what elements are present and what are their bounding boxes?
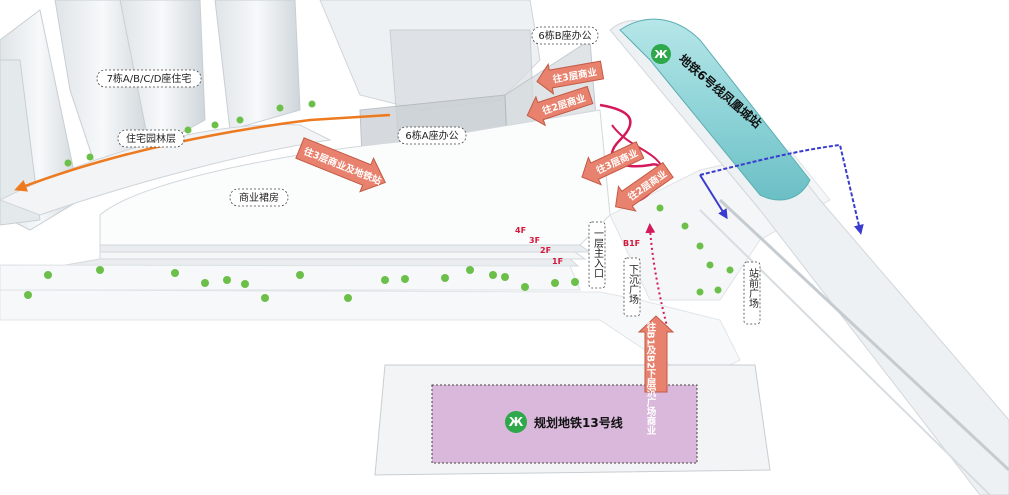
svg-text:Ж: Ж bbox=[509, 415, 524, 429]
garden-deck bbox=[0, 124, 332, 216]
metro-line13-label: 规划地铁13号线 bbox=[534, 415, 623, 430]
svg-text:商业裙房: 商业裙房 bbox=[239, 191, 279, 204]
floor-label-3f: 3F bbox=[529, 236, 540, 245]
label-podium: 商业裙房 bbox=[229, 188, 289, 207]
svg-text:6栋A座办公: 6栋A座办公 bbox=[405, 129, 458, 142]
svg-text:一层主入口: 一层主入口 bbox=[592, 228, 604, 278]
arrow-to-b1-b2-label: 往B1及B2下层沉广场商业 bbox=[645, 321, 657, 435]
blue-route-branch bbox=[699, 174, 728, 220]
metro-line13-structure bbox=[374, 364, 771, 476]
arrow-to-3f-commerce-top: 往3层商业 bbox=[536, 60, 605, 95]
blue-route-line bbox=[699, 143, 864, 235]
floor-label-1f: 1F bbox=[552, 257, 563, 266]
svg-text:下沉广场: 下沉广场 bbox=[627, 264, 639, 305]
svg-text:站前广场: 站前广场 bbox=[747, 267, 759, 309]
label-res-garden: 住宅园林层 bbox=[117, 129, 185, 148]
label-main-entrance: 一层主入口 bbox=[588, 221, 606, 289]
metro13-planned-box bbox=[431, 384, 698, 464]
metro-logo-line13: Ж bbox=[505, 411, 527, 433]
svg-text:6栋B座办公: 6栋B座办公 bbox=[538, 29, 591, 42]
label-sunken-plaza: 下沉广场 bbox=[623, 257, 641, 317]
magenta-dotted-route bbox=[645, 223, 669, 331]
label-office-b: 6栋B座办公 bbox=[531, 26, 599, 45]
trees bbox=[24, 100, 734, 302]
floor-label-b1f: B1F bbox=[623, 239, 640, 248]
label-res-tower: 7栋A/B/C/D座住宅 bbox=[96, 69, 202, 88]
floor-label-4f: 4F bbox=[515, 226, 526, 235]
svg-text:7栋A/B/C/D座住宅: 7栋A/B/C/D座住宅 bbox=[107, 72, 192, 85]
label-office-a: 6栋A座办公 bbox=[397, 126, 467, 145]
metro-logo-line6: Ж bbox=[651, 44, 671, 64]
floor-label-2f: 2F bbox=[540, 246, 551, 255]
arrow-to-b1-b2 bbox=[637, 315, 675, 393]
label-station-plaza: 站前广场 bbox=[743, 261, 761, 325]
svg-text:住宅园林层: 住宅园林层 bbox=[126, 132, 176, 145]
svg-text:Ж: Ж bbox=[654, 48, 668, 61]
metro-line6-structure bbox=[609, 18, 1009, 495]
